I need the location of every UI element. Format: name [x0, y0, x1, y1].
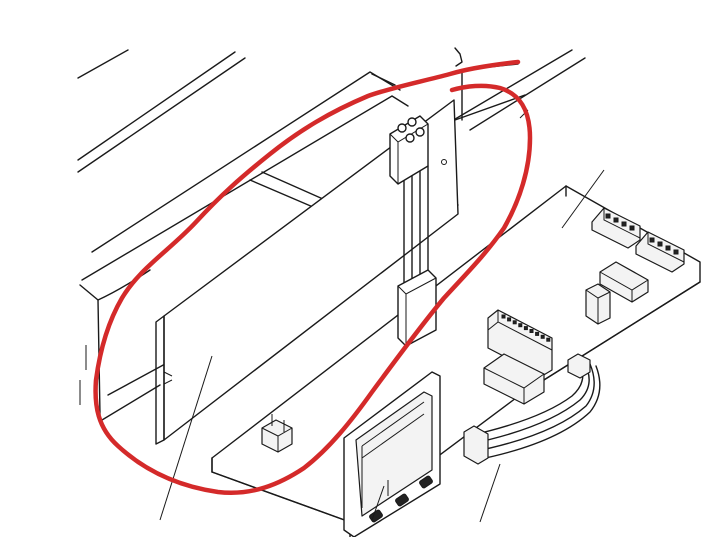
red-circle-annotation	[93, 59, 533, 495]
header-pin	[501, 314, 506, 319]
header-connector-right-1	[591, 207, 641, 249]
chip-component	[599, 261, 649, 303]
header-pin	[523, 326, 528, 331]
header-pin	[512, 320, 517, 325]
header-pin	[507, 317, 512, 322]
small-jumper	[261, 414, 293, 453]
header-pin	[540, 334, 545, 339]
pin-header-row	[487, 309, 553, 377]
vertical-cable	[389, 115, 437, 347]
ribbon-cable	[463, 353, 601, 465]
header-pin	[546, 337, 551, 342]
small-header	[585, 283, 611, 325]
chassis-rails	[77, 47, 519, 281]
display-module	[343, 371, 441, 537]
header-pin	[518, 323, 523, 328]
header-pin	[529, 329, 534, 333]
block-component	[483, 353, 545, 405]
leader-lines	[159, 109, 605, 523]
header-pin	[535, 331, 540, 336]
header-connector-right-2	[635, 231, 685, 273]
vertical-card	[155, 99, 459, 445]
